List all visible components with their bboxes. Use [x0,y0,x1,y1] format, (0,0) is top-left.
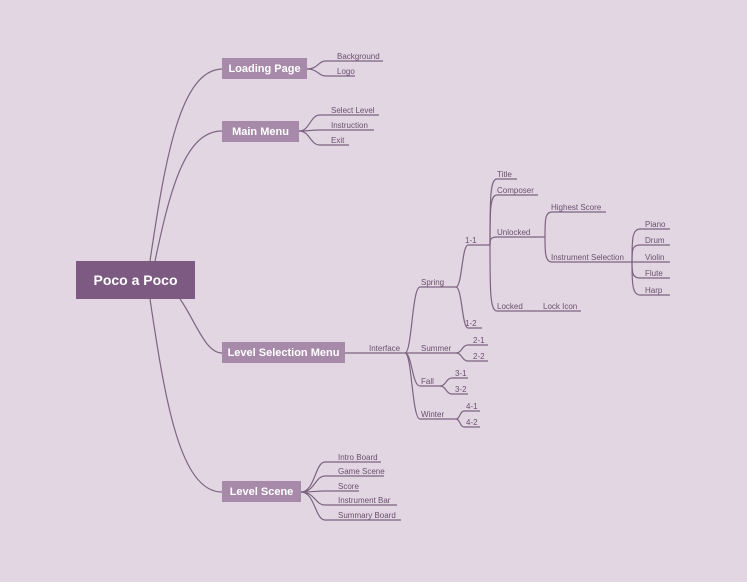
link-root-levelscene [149,298,223,493]
link-menu-exit [298,130,349,146]
link-fall-3-2 [439,385,468,395]
link-root-loading [149,68,223,262]
leaf-summer[interactable]: Summer [421,344,452,353]
leaf-lock-icon[interactable]: Lock Icon [543,302,578,311]
link-root-mainmenu [154,130,223,262]
root-label: Poco a Poco [93,272,178,288]
leaf-composer[interactable]: Composer [497,186,534,195]
leaf-drum[interactable]: Drum [645,236,665,245]
leaf-level-1-2[interactable]: 1-2 [465,319,477,328]
level-selection-menu-label: Level Selection Menu [227,346,340,359]
main-menu-node[interactable]: Main Menu [222,121,299,142]
link-loading-logo [306,68,355,77]
leaf-piano[interactable]: Piano [645,220,666,229]
leaf-select-level[interactable]: Select Level [331,106,375,115]
leaf-level-2-1[interactable]: 2-1 [473,336,485,345]
leaf-locked[interactable]: Locked [497,302,523,311]
root-node[interactable]: Poco a Poco [76,261,195,299]
leaf-winter[interactable]: Winter [421,410,445,419]
link-root-levelselect [179,298,223,354]
leaf-spring[interactable]: Spring [421,278,445,287]
leaf-instrument-selection[interactable]: Instrument Selection [551,253,624,262]
leaf-exit[interactable]: Exit [331,136,345,145]
main-menu-label: Main Menu [232,125,289,138]
link-interface-spring [404,286,456,354]
leaf-level-2-2[interactable]: 2-2 [473,352,485,361]
leaf-game-scene[interactable]: Game Scene [338,467,385,476]
link-11-composer [489,194,538,246]
leaf-level-3-1[interactable]: 3-1 [455,369,467,378]
leaf-level-1-1[interactable]: 1-1 [465,236,477,245]
leaf-violin[interactable]: Violin [645,253,665,262]
leaf-intro-board[interactable]: Intro Board [338,453,378,462]
leaf-harp[interactable]: Harp [645,286,663,295]
leaf-flute[interactable]: Flute [645,269,663,278]
leaf-logo[interactable]: Logo [337,67,355,76]
link-11-unlocked [489,236,545,246]
level-selection-menu-node[interactable]: Level Selection Menu [222,342,345,363]
link-summer-2-2 [455,352,488,362]
leaf-level-4-2[interactable]: 4-2 [466,418,478,427]
link-spring-1-2 [455,286,482,329]
link-inst-harp [631,261,670,296]
leaf-summary-board[interactable]: Summary Board [338,511,396,520]
leaf-highest-score[interactable]: Highest Score [551,203,602,212]
link-interface-winter [404,352,456,420]
leaf-level-3-2[interactable]: 3-2 [455,385,467,394]
link-unlocked-highscore [544,211,606,238]
link-winter-4-2 [455,418,480,428]
leaf-score[interactable]: Score [338,482,359,491]
link-11-locked [489,244,537,312]
level-scene-label: Level Scene [229,485,294,498]
level-scene-node[interactable]: Level Scene [222,481,301,502]
leaf-fall[interactable]: Fall [421,377,434,386]
loading-page-label: Loading Page [228,62,301,75]
leaf-title[interactable]: Title [497,170,512,179]
loading-page-node[interactable]: Loading Page [222,58,307,79]
leaf-instrument-bar[interactable]: Instrument Bar [338,496,391,505]
leaf-unlocked[interactable]: Unlocked [497,228,531,237]
link-spring-1-1 [455,244,490,288]
leaf-interface[interactable]: Interface [369,344,401,353]
link-unlocked-instrument [544,236,632,263]
leaf-instruction[interactable]: Instruction [331,121,368,130]
leaf-level-4-1[interactable]: 4-1 [466,402,478,411]
leaf-background[interactable]: Background [337,52,380,61]
link-scene-summary [300,491,401,521]
link-inst-drum [631,244,670,263]
